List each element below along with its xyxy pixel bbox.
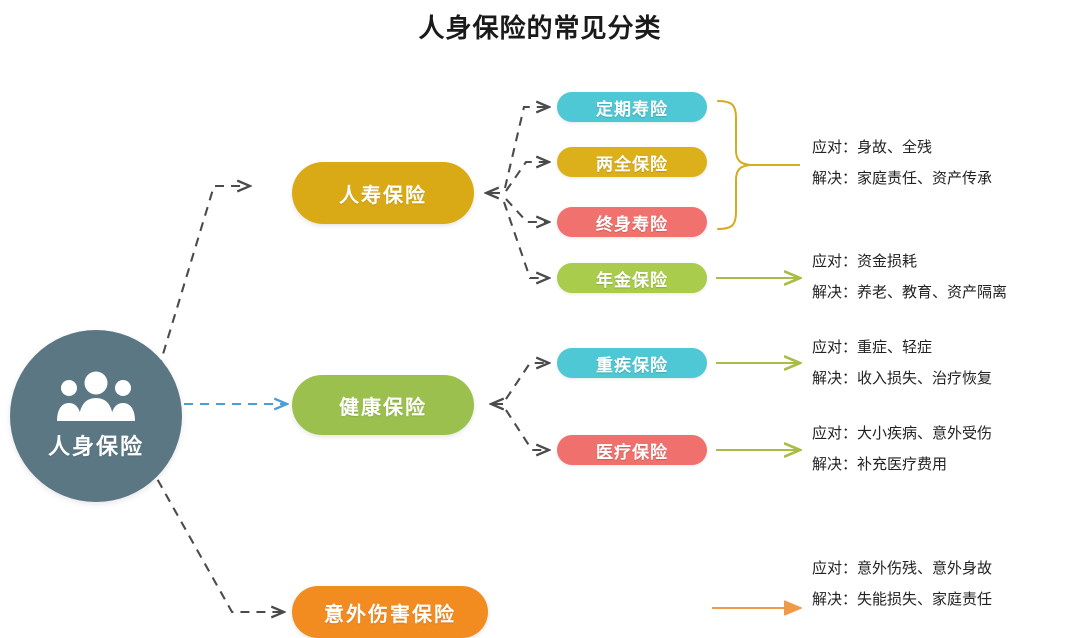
subcategory-label: 终身寿险	[596, 214, 668, 235]
note-accident: 应对：意外伤残、意外身故 解决：失能损失、家庭责任	[812, 553, 1074, 615]
page-title: 人身保险的常见分类	[418, 14, 662, 44]
note-solve-line: 解决：养老、教育、资产隔离	[812, 283, 1008, 301]
root-node-label: 人身保险	[47, 435, 144, 460]
note-solve-line: 解决：补充医疗费用	[812, 455, 948, 473]
subcategory-label: 重疾保险	[596, 355, 668, 376]
note-solve-line: 解决：家庭责任、资产传承	[812, 169, 993, 187]
note-cope-line: 应对：意外伤残、意外身故	[812, 559, 993, 577]
connector-life-to-endowment	[505, 162, 548, 192]
connector-health-to-medical	[505, 409, 548, 450]
category-label: 意外伤害保险	[324, 601, 456, 626]
note-cope-line: 应对：资金损耗	[812, 252, 918, 270]
subcategory-pill-term-life[interactable]: 定期寿险	[557, 92, 707, 122]
category-node-life-insurance[interactable]: 人寿保险	[292, 162, 474, 224]
subcategory-pill-whole-life[interactable]: 终身寿险	[557, 207, 707, 237]
category-node-health-insurance[interactable]: 健康保险	[292, 375, 474, 435]
subcategory-label: 医疗保险	[596, 442, 668, 463]
people-group-icon	[57, 371, 135, 421]
note-critical-illness: 应对：重症、轻症 解决：收入损失、治疗恢复	[812, 332, 1074, 394]
note-cope-line: 应对：身故、全残	[812, 138, 933, 156]
subcategory-pill-endowment[interactable]: 两全保险	[557, 147, 707, 177]
note-cope-line: 应对：大小疾病、意外受伤	[812, 424, 993, 442]
connector-life-to-annuity	[503, 201, 548, 278]
connector-life-group-brace	[717, 100, 800, 230]
note-medical: 应对：大小疾病、意外受伤 解决：补充医疗费用	[812, 418, 1074, 480]
category-node-accident-insurance[interactable]: 意外伤害保险	[292, 586, 488, 638]
root-node-personal-insurance[interactable]: 人身保险	[10, 330, 182, 502]
connector-health-to-critical-illness	[505, 363, 548, 400]
subcategory-label: 定期寿险	[596, 99, 668, 120]
connector-life-to-whole-life	[505, 198, 548, 222]
note-cope-line: 应对：重症、轻症	[812, 338, 933, 356]
subcategory-label: 年金保险	[596, 270, 668, 291]
subcategory-pill-critical-illness[interactable]: 重疾保险	[557, 348, 707, 378]
connector-root-to-accident	[141, 451, 283, 612]
connector-life-to-term-life	[503, 107, 548, 189]
subcategory-pill-medical[interactable]: 医疗保险	[557, 435, 707, 465]
note-solve-line: 解决：收入损失、治疗恢复	[812, 369, 993, 387]
note-solve-line: 解决：失能损失、家庭责任	[812, 590, 993, 608]
subcategory-pill-annuity[interactable]: 年金保险	[557, 263, 707, 293]
subcategory-label: 两全保险	[596, 154, 668, 175]
category-label: 健康保险	[339, 394, 427, 419]
category-label: 人寿保险	[339, 182, 427, 207]
note-annuity: 应对：资金损耗 解决：养老、教育、资产隔离	[812, 246, 1074, 308]
note-life-group: 应对：身故、全残 解决：家庭责任、资产传承	[812, 132, 1074, 194]
